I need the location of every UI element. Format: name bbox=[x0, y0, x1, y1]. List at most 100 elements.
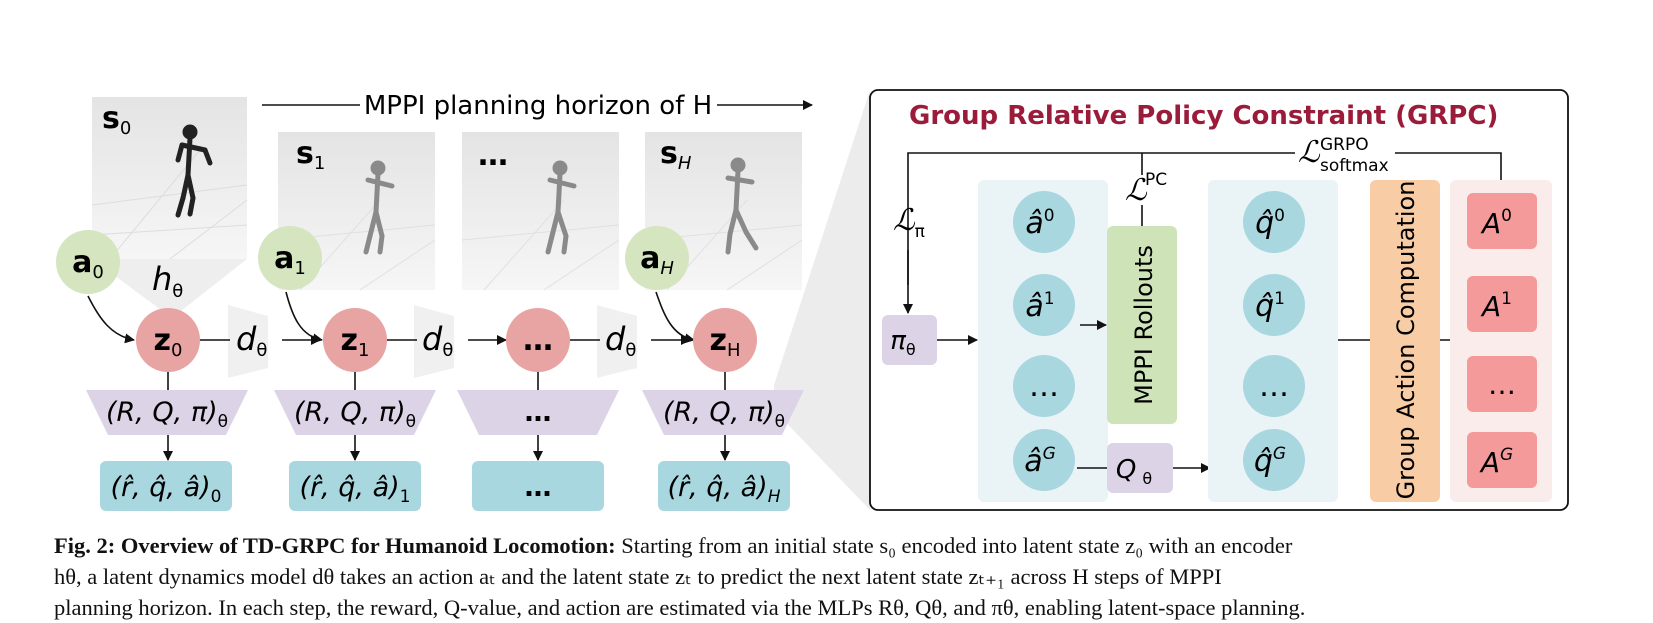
svg-text:dθ: dθ bbox=[605, 320, 636, 361]
svg-text:â1: â1 bbox=[1025, 289, 1054, 324]
svg-text:(r̂, q̂, â)H: (r̂, q̂, â)H bbox=[668, 472, 781, 507]
svg-text:…: … bbox=[1488, 368, 1516, 401]
qvalue-node-G: q̂G bbox=[1243, 429, 1305, 491]
group-action-box bbox=[1370, 180, 1440, 502]
svg-text:…: … bbox=[525, 397, 552, 428]
svg-text:q̂G: q̂G bbox=[1254, 444, 1286, 479]
grpo-loss-sup: GRPO bbox=[1320, 135, 1369, 155]
action-node-1: a1 bbox=[258, 226, 322, 290]
svg-text:πθ: πθ bbox=[890, 326, 915, 359]
svg-text:aH: aH bbox=[640, 241, 674, 279]
mppi-rollouts-box bbox=[1107, 226, 1177, 424]
latent-node-mid: … bbox=[506, 308, 570, 372]
output-box-1: (r̂, q̂, â)1 bbox=[289, 461, 421, 511]
svg-text:q̂1: q̂1 bbox=[1255, 289, 1285, 324]
caption-line-3: planning horizon. In each step, the rewa… bbox=[54, 595, 1306, 620]
policy-loss-label: ℒπ bbox=[893, 203, 925, 242]
advantage-box-1: A1 bbox=[1467, 276, 1537, 332]
grpo-loss-label: ℒ bbox=[1298, 135, 1321, 170]
dynamics-label-0: dθ bbox=[236, 320, 267, 361]
svg-text:z0: z0 bbox=[154, 323, 183, 361]
svg-text:z1: z1 bbox=[341, 323, 370, 361]
mlp-head-0: (R, Q, π)θ bbox=[86, 390, 248, 435]
state-frame-mid: … bbox=[461, 132, 620, 291]
latent-node-H: zH bbox=[693, 308, 757, 372]
action-node-0: a0 bbox=[56, 230, 120, 294]
state-label-H: sH bbox=[660, 136, 692, 174]
qvalue-node-0: q̂0 bbox=[1243, 191, 1305, 253]
svg-text:(R, Q, π)θ: (R, Q, π)θ bbox=[294, 397, 416, 432]
mlp-head-1: (R, Q, π)θ bbox=[274, 390, 436, 435]
qvalue-node-mid: … bbox=[1243, 355, 1305, 417]
figure-caption: Fig. 2: Overview of TD-GRPC for Humanoid… bbox=[54, 530, 1599, 623]
action-arrow-0 bbox=[87, 295, 135, 344]
state-label-mid: … bbox=[478, 138, 508, 173]
svg-text:…: … bbox=[525, 472, 552, 503]
svg-text:(r̂, q̂, â)1: (r̂, q̂, â)1 bbox=[299, 472, 410, 507]
grpc-title: Group Relative Policy Constraint (GRPC) bbox=[909, 101, 1498, 131]
sampled-action-0: â0 bbox=[1013, 191, 1075, 253]
mlp-head-H: (R, Q, π)θ bbox=[642, 390, 804, 435]
horizon-label: MPPI planning horizon of H bbox=[364, 91, 712, 121]
sampled-action-G: âG bbox=[1013, 429, 1075, 491]
dynamics-label-2: dθ bbox=[605, 320, 636, 361]
qvalue-column bbox=[1208, 180, 1338, 502]
caption-lead: Fig. 2: Overview of TD-GRPC for Humanoid… bbox=[54, 533, 616, 558]
zoom-wedge bbox=[774, 90, 870, 510]
output-box-H: (r̂, q̂, â)H bbox=[658, 461, 790, 511]
humanoid-figure-mid bbox=[545, 160, 577, 255]
state-label-1: s1 bbox=[296, 136, 325, 174]
sampled-action-1: â1 bbox=[1013, 274, 1075, 336]
svg-text:zH: zH bbox=[709, 323, 740, 361]
caption-line-2: hθ, a latent dynamics model dθ takes an … bbox=[54, 564, 1222, 589]
output-box-mid: … bbox=[472, 461, 604, 511]
output-box-0: (r̂, q̂, â)0 bbox=[100, 461, 232, 511]
svg-text:â0: â0 bbox=[1025, 206, 1054, 241]
mppi-rollouts-label: MPPI Rollouts bbox=[1130, 245, 1158, 405]
svg-text:Qθ: Qθ bbox=[1116, 455, 1152, 488]
grpo-loss-line-right bbox=[1395, 152, 1502, 182]
svg-text:(R, Q, π)θ: (R, Q, π)θ bbox=[106, 397, 228, 432]
advantage-box-G: AG bbox=[1467, 432, 1537, 488]
svg-text:âG: âG bbox=[1024, 444, 1056, 479]
latent-node-1: z1 bbox=[323, 308, 387, 372]
humanoid-figure-0 bbox=[175, 124, 213, 218]
svg-text:dθ: dθ bbox=[236, 320, 267, 361]
svg-text:a0: a0 bbox=[72, 245, 104, 283]
encoder-label: hθ bbox=[152, 260, 183, 302]
dynamics-block-0 bbox=[228, 305, 268, 378]
svg-text:…: … bbox=[1029, 369, 1059, 404]
svg-text:(R, Q, π)θ: (R, Q, π)θ bbox=[663, 397, 785, 432]
pc-loss-label: ℒ bbox=[1125, 173, 1148, 208]
caption-line-1: Fig. 2: Overview of TD-GRPC for Humanoid… bbox=[54, 530, 1599, 561]
advantage-column bbox=[1450, 180, 1552, 502]
action-column bbox=[978, 180, 1108, 502]
group-action-label: Group Action Computation bbox=[1392, 181, 1420, 500]
svg-text:a1: a1 bbox=[274, 241, 306, 279]
svg-text:(r̂, q̂, â)0: (r̂, q̂, â)0 bbox=[110, 472, 221, 507]
humanoid-figure-H bbox=[725, 157, 759, 255]
caption-text-1: Starting from an initial state s₀ encode… bbox=[621, 533, 1293, 558]
latent-node-0: z0 bbox=[136, 308, 200, 372]
pc-loss-sup: PC bbox=[1145, 170, 1167, 190]
svg-text:…: … bbox=[523, 323, 553, 358]
dynamics-block-2 bbox=[597, 305, 637, 378]
grpo-loss-line-left bbox=[907, 152, 1295, 285]
action-arrow-H bbox=[655, 291, 695, 344]
dynamics-block-1 bbox=[414, 305, 454, 378]
svg-text:q̂0: q̂0 bbox=[1255, 206, 1285, 241]
mlp-head-mid: … bbox=[457, 390, 619, 435]
state-frame-0: s0 bbox=[91, 97, 248, 260]
sampled-action-mid: … bbox=[1013, 355, 1075, 417]
action-node-H: aH bbox=[625, 226, 689, 290]
grpo-loss-sub: softmax bbox=[1320, 156, 1389, 176]
svg-text:dθ: dθ bbox=[422, 320, 453, 361]
state-frame-H: sH bbox=[644, 132, 803, 291]
svg-text:A0: A0 bbox=[1480, 206, 1512, 240]
state-label-0: s0 bbox=[102, 101, 131, 139]
encoder-wedge bbox=[92, 259, 247, 318]
advantage-box-mid: … bbox=[1467, 356, 1537, 412]
qvalue-node-1: q̂1 bbox=[1243, 274, 1305, 336]
humanoid-figure-1 bbox=[363, 160, 395, 255]
